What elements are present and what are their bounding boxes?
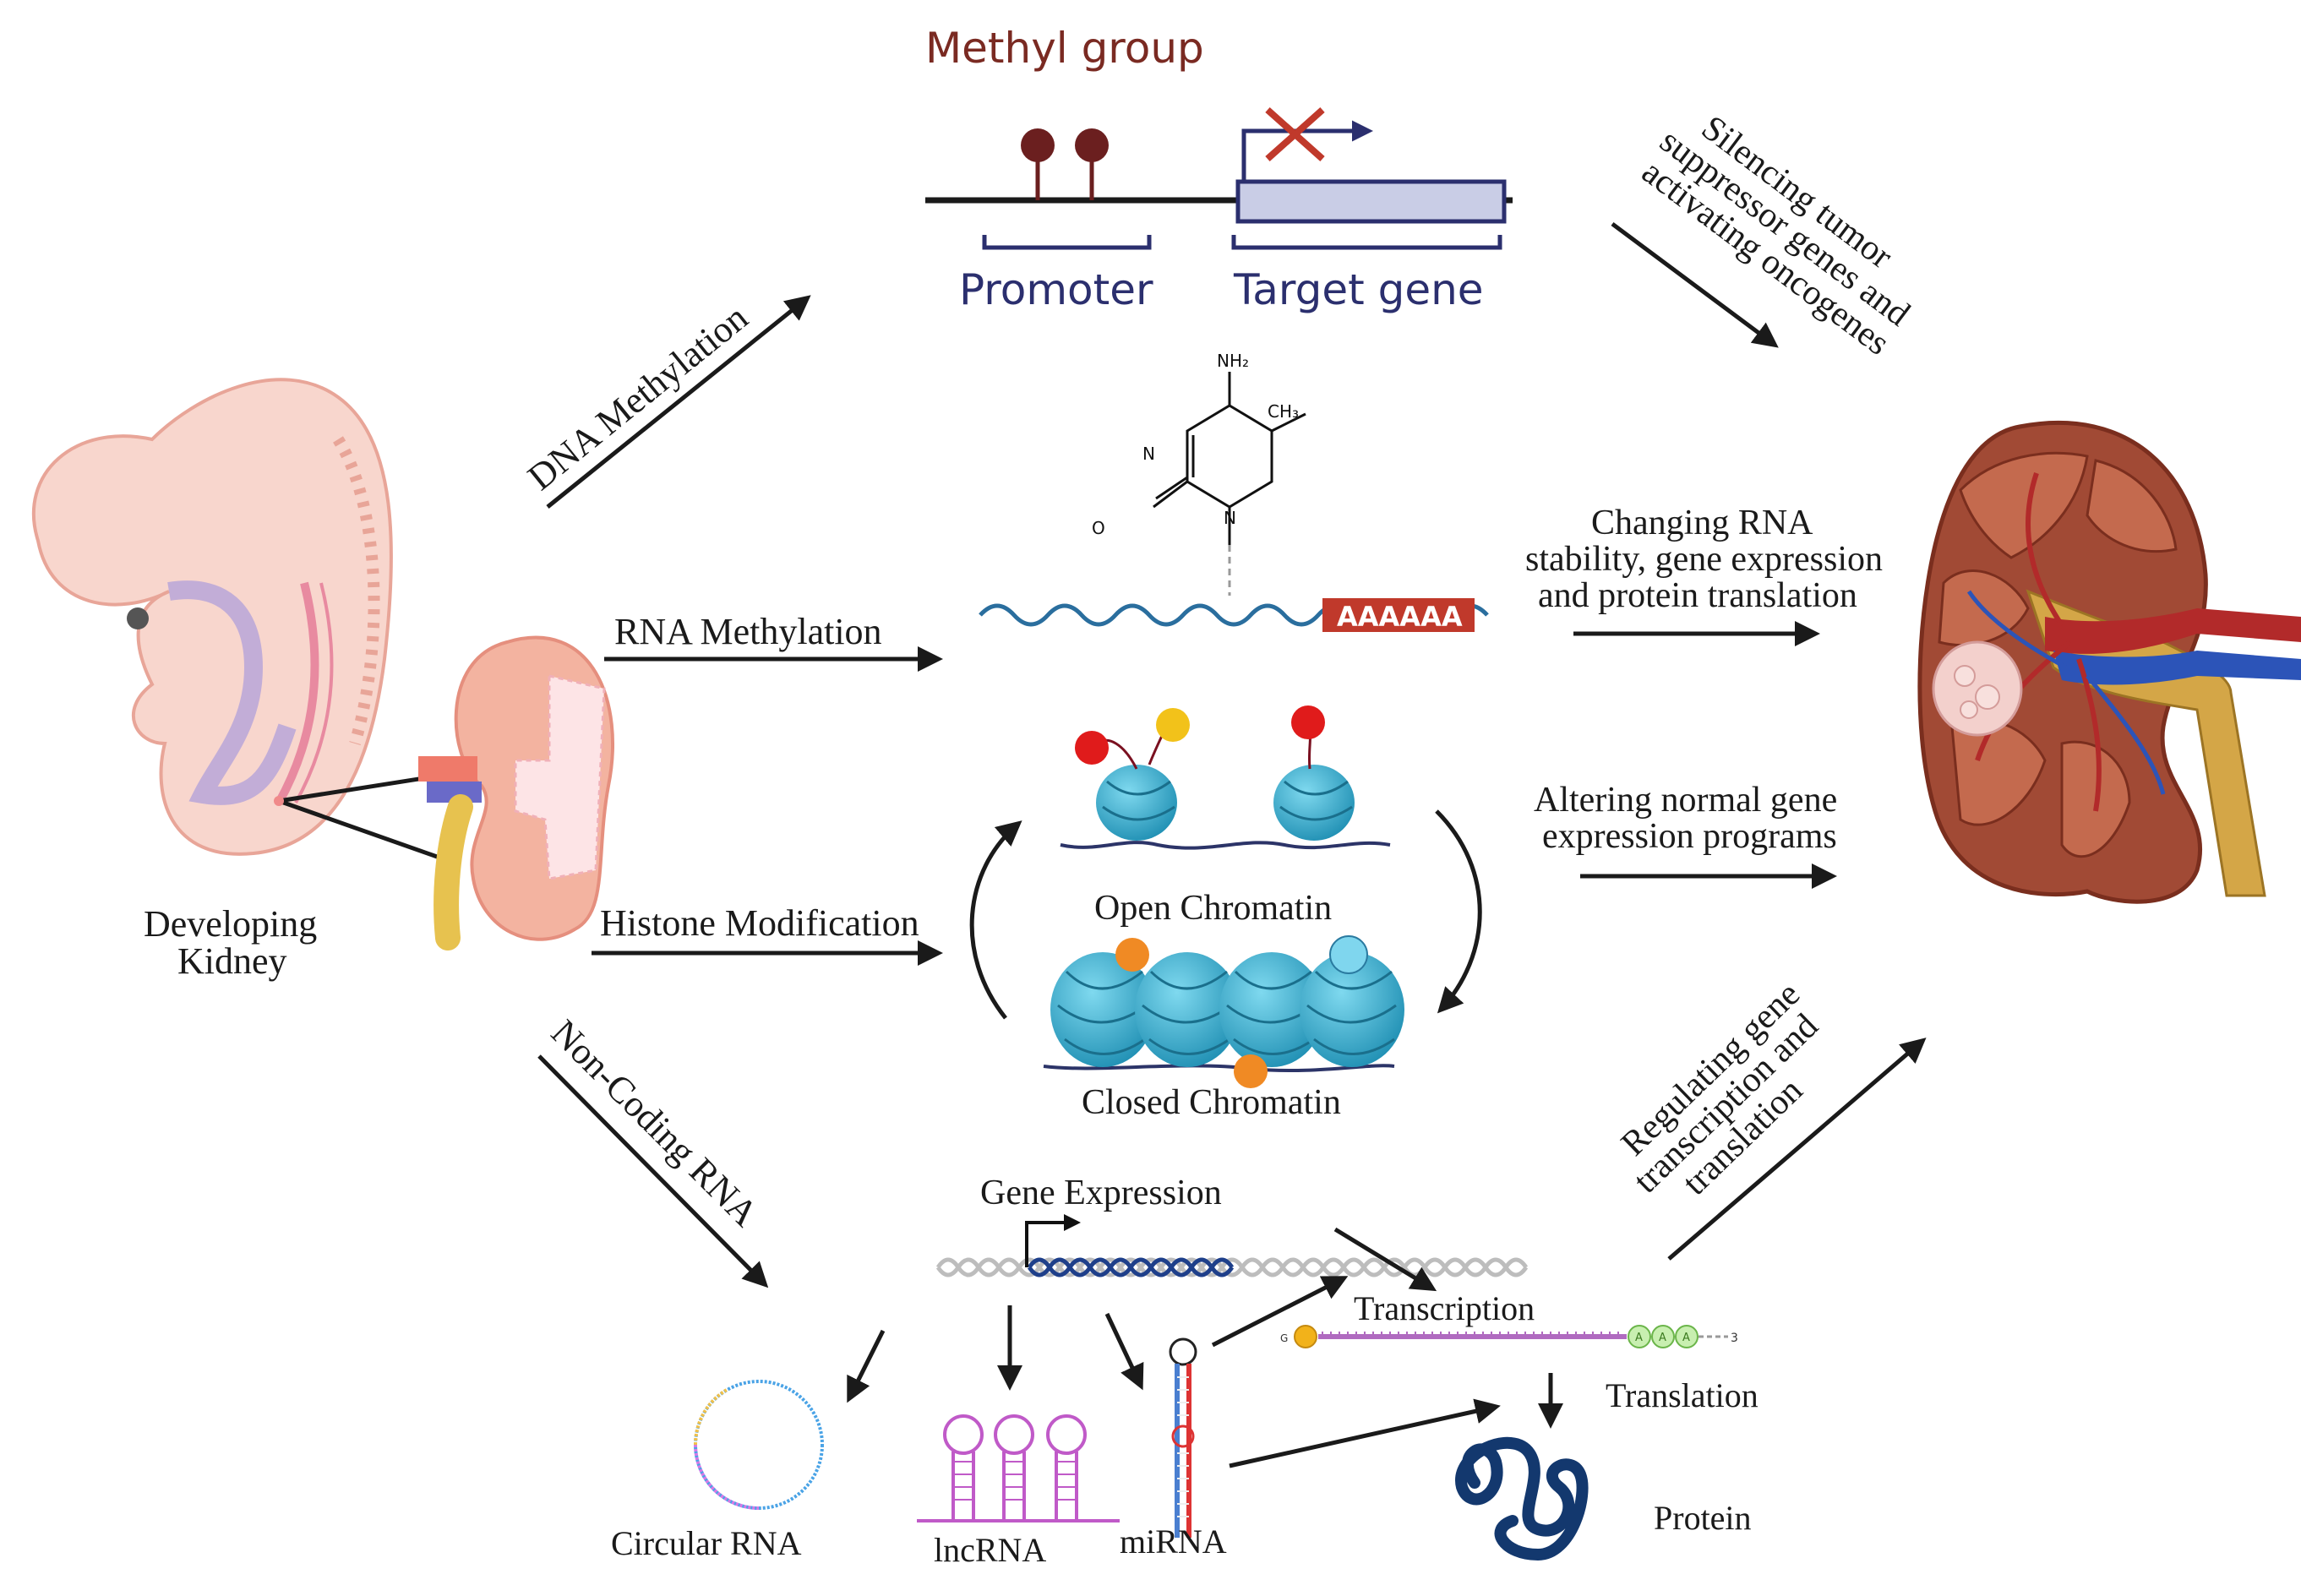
poly-a-tail [1322, 598, 1475, 632]
methyl-group-lollipop [1021, 128, 1055, 200]
rna-methylation-label: RNA Methylation [614, 611, 882, 652]
mrna-transcript: G A A A 3 [1280, 1325, 1738, 1348]
embryo-eye [127, 607, 149, 629]
gene-expression-arrow [1025, 1214, 1081, 1267]
developing-kidney-illustration: Developing Kidney [31, 378, 614, 982]
histone-mark [1291, 705, 1325, 739]
arrow-to-mirna [1104, 1312, 1144, 1391]
target-gene-label: Target gene [1233, 265, 1484, 314]
helix-to-transcription-arrow [1333, 1227, 1437, 1292]
dna-methylation-label: DNA Methylation [520, 297, 755, 498]
lncrna [917, 1414, 1120, 1522]
mirna-to-translation-arrow [1229, 1398, 1501, 1468]
methyl-group-lollipop [1075, 128, 1109, 200]
effects-panel: Silencing tumor suppressor genes and act… [1525, 108, 1927, 1261]
mirna-to-transcription-arrow [1211, 1276, 1349, 1348]
closed-chromatin-label: Closed Chromatin [1082, 1083, 1341, 1122]
cycle-arrow-left [969, 820, 1022, 1020]
five-prime-label: G [1280, 1332, 1288, 1344]
silencing-effect-text: Silencing tumor suppressor genes and act… [1634, 108, 1917, 362]
circular-rna-label: Circular RNA [611, 1524, 802, 1562]
ch3-label: CH₃ [1268, 401, 1299, 422]
target-gene-bracket [1231, 235, 1502, 250]
cycle-arrow-right [1435, 809, 1482, 1014]
poly-a-bead-label: A [1682, 1332, 1690, 1344]
tumor-mass [1932, 640, 2023, 737]
open-chromatin-dna [1060, 841, 1391, 850]
poly-a-label: AAAAAA [1337, 601, 1463, 633]
poly-a-bead-label: A [1659, 1332, 1666, 1344]
n-label: N [1224, 508, 1236, 528]
o-label: O [1092, 518, 1105, 538]
three-prime-label: 3 [1731, 1332, 1738, 1345]
protein-label: Protein [1654, 1499, 1752, 1537]
regulating-arrow [1667, 1038, 1927, 1261]
rna-stability-line2: stability, gene expression [1525, 540, 1883, 579]
non-coding-rna-label: Non-Coding RNA [543, 1011, 766, 1234]
chromatin-panel: Open Chromatin Closed Chromatin [969, 705, 1482, 1122]
protein [1455, 1436, 1589, 1561]
lncrna-label: lncRNA [934, 1531, 1046, 1569]
histone-modification-label: Histone Modification [600, 902, 919, 944]
mirna [1169, 1337, 1197, 1538]
translation-label: Translation [1606, 1376, 1758, 1414]
developing-kidney-label-line1: Developing [144, 903, 317, 945]
mirna-label: miRNA [1120, 1522, 1227, 1561]
n-label: N [1142, 444, 1155, 464]
nucleosome [1135, 952, 1240, 1067]
nh2-label: NH₂ [1217, 351, 1249, 371]
silencing-arrow [1611, 221, 1779, 348]
rna-stability-line3: and protein translation [1538, 576, 1857, 615]
nucleosome [1219, 952, 1324, 1067]
nucleosome [1096, 765, 1177, 841]
methyl-group-label: Methyl group [925, 24, 1204, 73]
transcription-start-arrow [1241, 120, 1373, 182]
open-chromatin-label: Open Chromatin [1094, 889, 1332, 928]
arrow-to-circular-rna [847, 1329, 886, 1403]
histone-mark [1115, 938, 1149, 972]
histone-mark [1329, 935, 1368, 974]
histone-mark [1156, 708, 1190, 742]
histone-mark [1234, 1054, 1268, 1088]
altering-line2: expression programs [1542, 817, 1837, 856]
poly-a-bead-label: A [1635, 1332, 1643, 1344]
regulating-effect-text: Regulating gene transcription and transl… [1614, 975, 1826, 1203]
transcription-label: Transcription [1354, 1289, 1535, 1327]
non-coding-rna-arrow [537, 1054, 769, 1288]
developing-kidney-label-line2: Kidney [177, 940, 287, 982]
histone-mark [1075, 731, 1109, 765]
dna-methylation-panel: Methyl group Promoter Target gene [925, 24, 1513, 314]
gene-expression-label: Gene Expression [980, 1174, 1222, 1212]
rna-stability-line1: Changing RNA [1591, 504, 1813, 542]
circular-rna [694, 1380, 824, 1510]
non-coding-rna-panel: Gene Expression Circular RNA lncRNA [611, 1174, 1758, 1569]
promoter-label: Promoter [959, 265, 1153, 314]
promoter-bracket [982, 235, 1152, 250]
methylcytosine-structure [1153, 372, 1306, 545]
rna-methylation-panel: NH₂ CH₃ N N O AAAAAA [979, 351, 1489, 633]
blocked-x-icon [1265, 107, 1325, 161]
nucleosome [1273, 765, 1355, 841]
target-gene-box [1235, 179, 1507, 224]
dna-helix [935, 1257, 1529, 1277]
dna-methylation-arrow [546, 295, 811, 509]
nucleosome [1300, 952, 1404, 1067]
altering-line1: Altering normal gene [1534, 781, 1837, 820]
tumor-kidney-illustration [1917, 421, 2301, 904]
